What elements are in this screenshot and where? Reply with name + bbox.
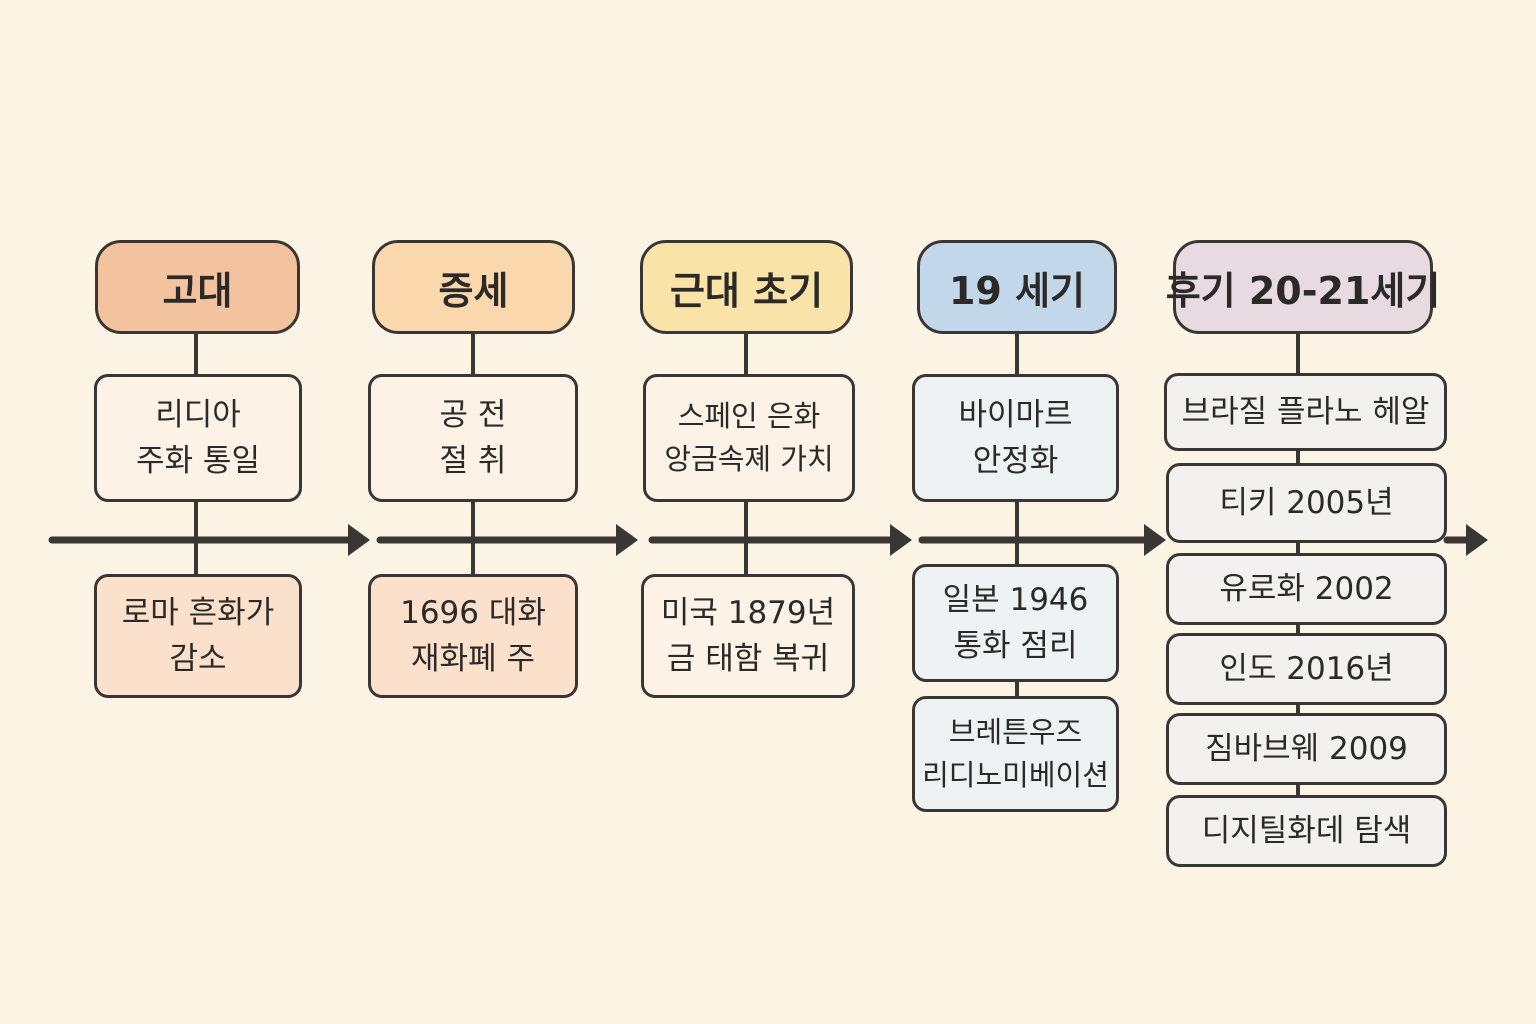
event-card-coin-clipping: 공 전 절 취: [368, 374, 578, 502]
period-header-19th-century: 19 세기: [917, 240, 1117, 334]
period-title: 19 세기: [948, 268, 1086, 313]
event-line: 리디아: [155, 396, 241, 433]
event-line: 앙금속졔 가치: [664, 442, 834, 476]
event-line: 금 태함 복귀: [666, 641, 830, 677]
event-line: 인도 2016년: [1219, 650, 1394, 687]
period-header-medieval: 증세: [372, 240, 575, 334]
event-line: 스페인 은화: [677, 398, 821, 433]
event-line: 리디노미베이션: [922, 758, 1109, 792]
event-card-digital-exploration: 디지틸화데 탐색: [1166, 795, 1447, 867]
event-card-rome: 로마 흔화가 감소: [94, 574, 302, 698]
event-line: 미국 1879년: [660, 594, 836, 631]
event-line: 로마 흔화가: [121, 594, 275, 631]
arrow-head-icon: [1144, 524, 1166, 556]
period-header-early-modern: 근대 초기: [640, 240, 853, 334]
arrow-head-icon: [890, 524, 912, 556]
event-card-japan-1946: 일본 1946 통화 점리: [912, 564, 1119, 682]
event-card-1696-recoinage: 1696 대화 재화폐 주: [368, 574, 578, 698]
event-line: 브레튼우즈: [948, 714, 1083, 749]
event-line: 바이마르: [958, 396, 1073, 433]
event-card-euro-2002: 유로화 2002: [1166, 553, 1447, 625]
arrow-head-icon: [1466, 524, 1488, 556]
event-card-lydia: 리디아 주화 통일: [94, 374, 302, 502]
event-card-india-2016: 인도 2016년: [1166, 633, 1447, 705]
period-title: 증세: [438, 268, 509, 313]
event-line: 공 전: [439, 396, 507, 433]
period-title: 후기 20-21세기: [1165, 268, 1441, 313]
event-line: 일본 1946: [942, 581, 1089, 618]
event-card-zimbabwe-2009: 짐바브웨 2009: [1166, 713, 1447, 785]
event-line: 통화 점리: [953, 628, 1078, 664]
event-line: 티키 2005년: [1219, 484, 1394, 521]
period-title: 고대: [162, 268, 233, 313]
period-title: 근대 초기: [669, 268, 824, 313]
event-card-turkey-2005: 티키 2005년: [1166, 463, 1447, 543]
period-header-ancient: 고대: [95, 240, 300, 334]
event-line: 재화폐 주: [411, 641, 535, 677]
event-card-us-1879: 미국 1879년 금 태함 복귀: [641, 574, 855, 698]
event-card-bretton-woods: 브레튼우즈 리디노미베이션: [912, 696, 1119, 812]
event-line: 브라질 플라노 헤알: [1181, 393, 1430, 430]
event-card-spanish-silver: 스페인 은화 앙금속졔 가치: [643, 374, 855, 502]
arrow-head-icon: [616, 524, 638, 556]
event-line: 디지틸화데 탐색: [1201, 812, 1412, 849]
event-card-brazil-plano-real: 브라질 플라노 헤알: [1164, 373, 1447, 451]
event-line: 주화 통일: [136, 443, 260, 479]
event-line: 안정화: [972, 443, 1059, 479]
event-line: 1696 대화: [400, 594, 546, 631]
period-header-late-20-21st-century: 후기 20-21세기: [1166, 240, 1440, 334]
event-card-weimar: 바이마르 안정화: [912, 374, 1119, 502]
event-line: 유로화 2002: [1219, 570, 1394, 607]
arrow-head-icon: [348, 524, 370, 556]
event-line: 짐바브웨 2009: [1205, 730, 1408, 767]
event-line: 절 취: [439, 443, 507, 479]
event-line: 감소: [169, 641, 227, 677]
